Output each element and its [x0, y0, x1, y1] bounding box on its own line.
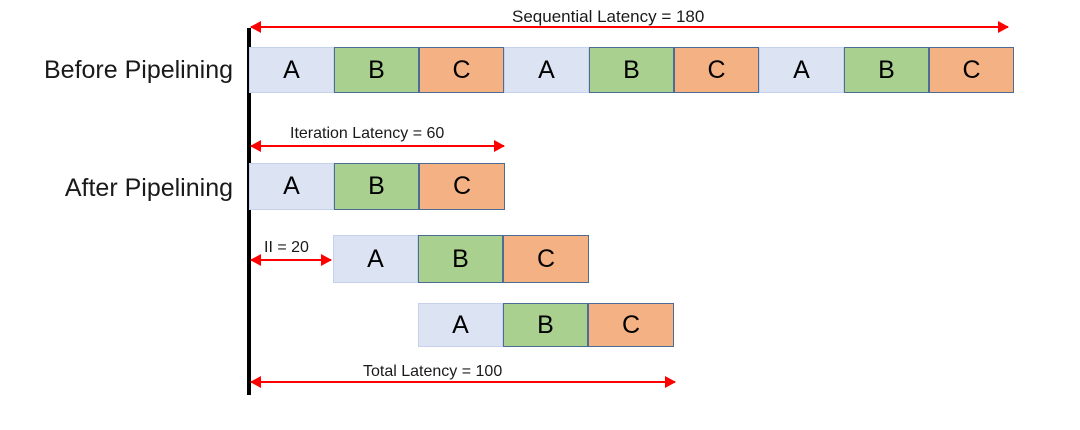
initiation-interval-label: II = 20 [264, 239, 309, 256]
stage-block-a: A [759, 47, 844, 93]
stage-block-b: B [844, 47, 929, 93]
sequential-latency-label: Sequential Latency = 180 [512, 7, 705, 26]
stage-block-a: A [418, 303, 503, 347]
arrow-head-right-icon [998, 21, 1009, 33]
arrow-head-right-icon [494, 140, 505, 152]
arrow-head-left-icon [250, 21, 261, 33]
sequential-row: A B C A B C A B C [249, 47, 1014, 93]
total-latency-label: Total Latency = 100 [363, 363, 503, 380]
sequential-latency-arrow [250, 21, 1009, 33]
total-latency-arrow [250, 376, 676, 388]
stage-block-c: C [929, 47, 1014, 93]
arrow-head-left-icon [250, 254, 261, 266]
arrow-head-right-icon [321, 254, 332, 266]
iteration-latency-label: Iteration Latency = 60 [290, 125, 445, 142]
arrow-head-left-icon [250, 376, 261, 388]
stage-block-b: B [334, 163, 419, 210]
pipeline-iteration-1: A B C [249, 163, 505, 210]
stage-block-b: B [334, 47, 419, 93]
arrow-head-right-icon [665, 376, 676, 388]
stage-block-b: B [503, 303, 588, 347]
row-label-after-pipelining: After Pipelining [64, 174, 233, 202]
stage-block-c: C [588, 303, 674, 347]
time-axis [247, 28, 251, 395]
pipeline-iteration-3: A B C [418, 303, 674, 347]
stage-block-c: C [674, 47, 759, 93]
stage-block-a: A [504, 47, 589, 93]
stage-block-c: C [419, 47, 504, 93]
stage-block-c: C [419, 163, 505, 210]
iteration-latency-arrow [250, 140, 505, 152]
pipeline-iteration-2: A B C [333, 235, 589, 283]
stage-block-b: B [418, 235, 503, 283]
row-label-before-pipelining: Before Pipelining [43, 56, 233, 84]
stage-block-b: B [589, 47, 674, 93]
stage-block-a: A [249, 47, 334, 93]
initiation-interval-arrow [250, 254, 332, 266]
stage-block-a: A [249, 163, 334, 210]
arrow-head-left-icon [250, 140, 261, 152]
stage-block-c: C [503, 235, 589, 283]
stage-block-a: A [333, 235, 418, 283]
